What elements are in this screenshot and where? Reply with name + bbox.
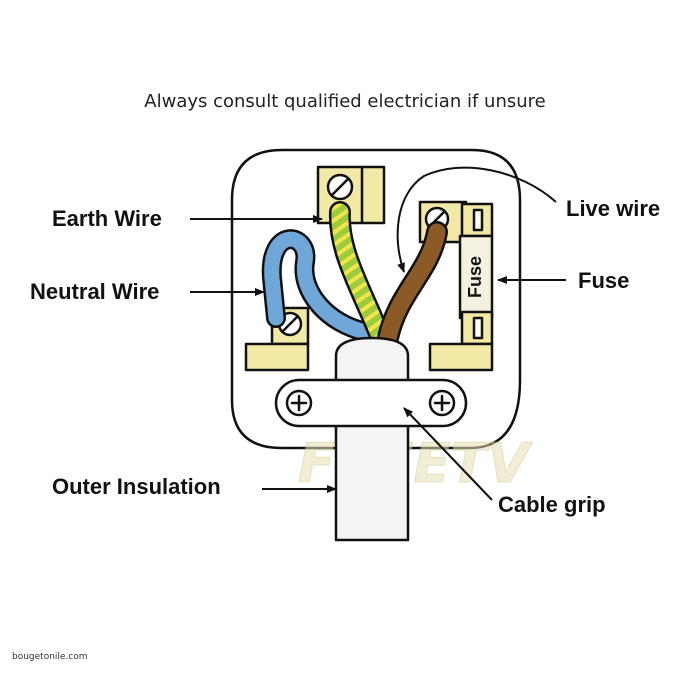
- cable-grip-label: Cable grip: [498, 492, 606, 517]
- source-credit: bougetonile.com: [12, 652, 88, 662]
- earth-terminal: [316, 165, 386, 225]
- watermark: FREETV: [298, 432, 533, 495]
- fuse-body-text: Fuse: [465, 256, 485, 298]
- fuse: Fuse: [458, 234, 494, 320]
- cable-grip: [274, 378, 468, 428]
- earth-wire-label: Earth Wire: [52, 206, 162, 231]
- fuse-label: Fuse: [578, 268, 629, 293]
- diagram-title: Always consult qualified electrician if …: [144, 91, 545, 112]
- live-wire-label: Live wire: [566, 196, 660, 221]
- cable-grip-arrow: [403, 407, 493, 501]
- live-pin-terminal: [428, 310, 494, 372]
- neutral-terminal: [244, 306, 310, 372]
- live-wire-arrow: [396, 166, 557, 273]
- neutral-wire-label: Neutral Wire: [30, 279, 159, 304]
- outer-insulation-label: Outer Insulation: [52, 474, 221, 499]
- outer-insulation-cable: [334, 336, 410, 542]
